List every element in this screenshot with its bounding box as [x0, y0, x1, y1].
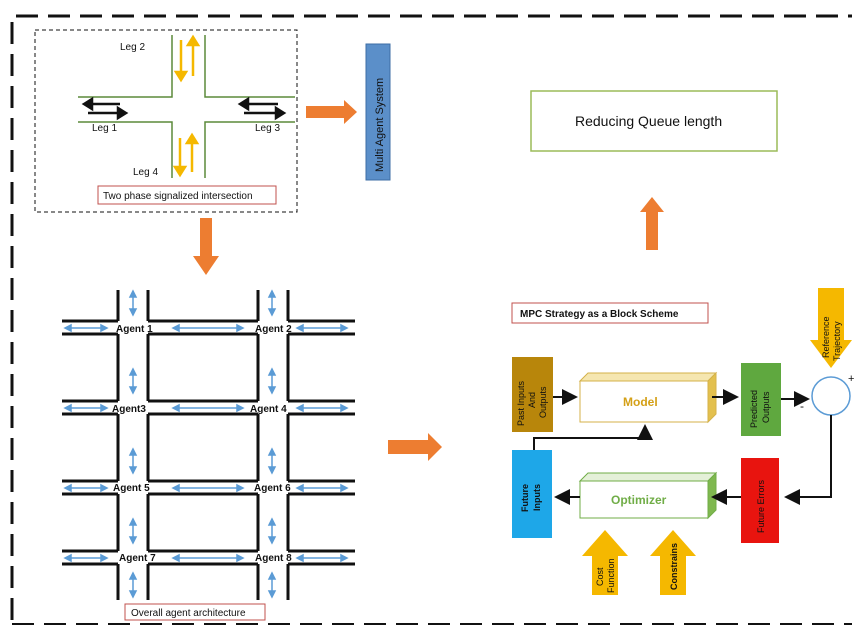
grid-caption: Overall agent architecture [131, 608, 246, 619]
future-inputs-label-2: Inputs [532, 484, 542, 511]
model-label: Model [623, 395, 658, 409]
constrains-arrow [650, 530, 696, 595]
reference-label-2: Trajectory [832, 321, 842, 361]
arrow-up-to-result [640, 197, 664, 250]
mpc-title: MPC Strategy as a Block Scheme [520, 309, 679, 320]
result-label: Reducing Queue length [575, 113, 722, 129]
arrow-to-mpc [388, 433, 442, 461]
model-box [578, 371, 718, 424]
leg1-label: Leg 1 [92, 123, 117, 134]
multi-agent-label: Multi Agent System [374, 78, 386, 172]
future-inputs-label-1: Future [520, 484, 530, 512]
constrains-label: Constrains [669, 543, 679, 590]
grid-traffic-arrows [63, 289, 349, 599]
predicted-label-2: Outputs [761, 391, 771, 423]
agent-label-5: Agent 5 [113, 483, 150, 494]
outer-dashed-frame [10, 14, 852, 620]
agent-label-1: Agent 1 [116, 324, 153, 335]
optimizer-box [578, 471, 718, 520]
plus-sign: + [848, 373, 854, 385]
agent-label-6: Agent 6 [254, 483, 291, 494]
agent-label-4: Agent 4 [250, 404, 287, 415]
result-box [530, 90, 778, 152]
mpc-connectors [533, 389, 832, 505]
leg1-arrows [81, 96, 129, 121]
reference-arrow [810, 288, 852, 368]
intersection-roads [78, 35, 295, 178]
past-io-label-3: Outputs [538, 386, 548, 418]
minus-sign: - [800, 399, 804, 413]
future-errors-label: Future Errors [756, 479, 766, 533]
predicted-box [741, 363, 781, 436]
cost-label-2: Function [606, 558, 616, 593]
mpc-title-box [511, 302, 709, 324]
leg4-arrows [172, 132, 200, 178]
past-io-label-1: Past Inputs [516, 380, 526, 426]
arrow-to-mas [306, 100, 357, 124]
leg2-arrows [173, 34, 201, 83]
agent-label-7: Agent 7 [119, 553, 156, 564]
future-errors-box [741, 458, 779, 543]
agent-label-3: Agent3 [112, 404, 146, 415]
grid-caption-box [124, 603, 266, 621]
leg3-label: Leg 3 [255, 123, 280, 134]
summing-junction [811, 376, 851, 416]
multi-agent-box [365, 43, 391, 181]
intersection-panel [34, 29, 298, 213]
agent-label-8: Agent 8 [255, 553, 292, 564]
reference-label-1: Reference [821, 316, 831, 358]
future-inputs-box [512, 450, 552, 538]
agent-label-2: Agent 2 [255, 324, 292, 335]
leg2-label: Leg 2 [120, 42, 145, 53]
predicted-label-1: Predicted [749, 390, 759, 428]
intersection-caption-box [97, 185, 277, 205]
agent-grid-roads [62, 290, 355, 600]
past-io-label-2: And [527, 392, 537, 408]
intersection-caption: Two phase signalized intersection [103, 191, 253, 202]
arrow-down-to-grid [193, 218, 219, 275]
cost-label-1: Cost [595, 567, 605, 586]
leg4-label: Leg 4 [133, 167, 158, 178]
past-io-box [512, 357, 553, 432]
optimizer-label: Optimizer [611, 493, 667, 507]
leg3-arrows [237, 96, 287, 121]
cost-function-arrow [582, 530, 628, 595]
